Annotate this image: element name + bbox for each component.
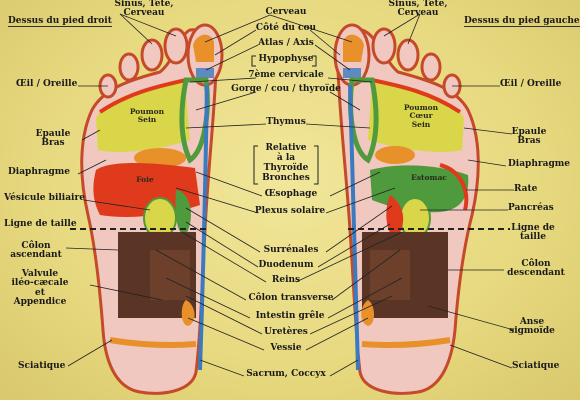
label-plexus: Plexus solaire xyxy=(254,206,326,216)
zone-estomac: Estomac xyxy=(411,173,447,182)
right-toe-2 xyxy=(163,27,189,65)
label-cote-cou: Côté du cou xyxy=(255,23,317,33)
label-rate: Rate xyxy=(514,184,538,194)
header-left-foot: Dessus du pied gauche xyxy=(464,16,580,27)
label-thyroide: Thyroïde xyxy=(263,163,309,173)
label-cerveau: Cerveau xyxy=(265,7,307,17)
right-toe-4 xyxy=(118,52,140,82)
label-oeil-left: Œil / Oreille xyxy=(16,79,78,89)
leader-lines xyxy=(65,13,515,377)
label-ureteres: Uretères xyxy=(264,327,308,337)
label-sciatique-left: Sciatique xyxy=(18,361,66,371)
label-sinus-left: Sinus, Tête,Cerveau xyxy=(114,0,174,19)
label-relative: Relative xyxy=(265,143,307,153)
label-diaphragme-left: Diaphragme xyxy=(8,167,71,177)
label-a-la: à la xyxy=(276,153,296,163)
label-surrenales: Surrénales xyxy=(263,245,319,255)
label-thymus: Thymus xyxy=(266,117,306,127)
label-reins: Reins xyxy=(271,275,301,285)
left-toe-4 xyxy=(420,52,442,82)
label-sciatique-right: Sciatique xyxy=(512,361,560,371)
label-sacrum: Sacrum, Coccyx xyxy=(246,369,326,379)
right-foot xyxy=(70,23,224,395)
left-neck-zone xyxy=(343,68,361,78)
label-sinus-right: Sinus, Tête,Cerveau xyxy=(388,0,448,19)
left-toe-2 xyxy=(371,27,397,65)
right-toe-brain-zone xyxy=(193,34,214,62)
label-pancreas: Pancréas xyxy=(508,203,554,213)
label-oesophage: Œsophage xyxy=(264,189,318,199)
right-liver-zone xyxy=(93,163,200,217)
right-solar-zone xyxy=(134,148,186,168)
header-right-foot: Dessus du pied droit xyxy=(8,16,112,27)
left-foot xyxy=(333,23,510,395)
right-neck-zone xyxy=(196,68,214,78)
label-hypophyse: Hypophyse xyxy=(258,54,314,64)
label-oeil-right: Œil / Oreille xyxy=(500,79,562,89)
left-toe-brain-zone xyxy=(343,34,364,62)
label-gorge: Gorge / cou / thyroïde xyxy=(231,84,341,94)
right-toe-3 xyxy=(140,38,164,72)
label-diaphragme-right: Diaphragme xyxy=(508,159,571,169)
left-toe-3 xyxy=(396,38,420,72)
zone-foie: Foie xyxy=(136,175,154,184)
label-ligne-left: Ligne de taille xyxy=(4,219,77,229)
label-colon-transverse: Côlon transverse xyxy=(248,293,334,303)
label-atlas: Atlas / Axis xyxy=(258,38,314,48)
label-cervicale: 7ème cervicale xyxy=(248,70,324,80)
label-duodenum: Duodenum xyxy=(258,260,314,270)
label-intestin: Intestin grêle xyxy=(255,311,325,321)
label-vesicule: Vésicule biliaire xyxy=(4,193,85,203)
label-vessie: Vessie xyxy=(270,343,302,353)
label-bronches: Bronches xyxy=(262,173,310,183)
